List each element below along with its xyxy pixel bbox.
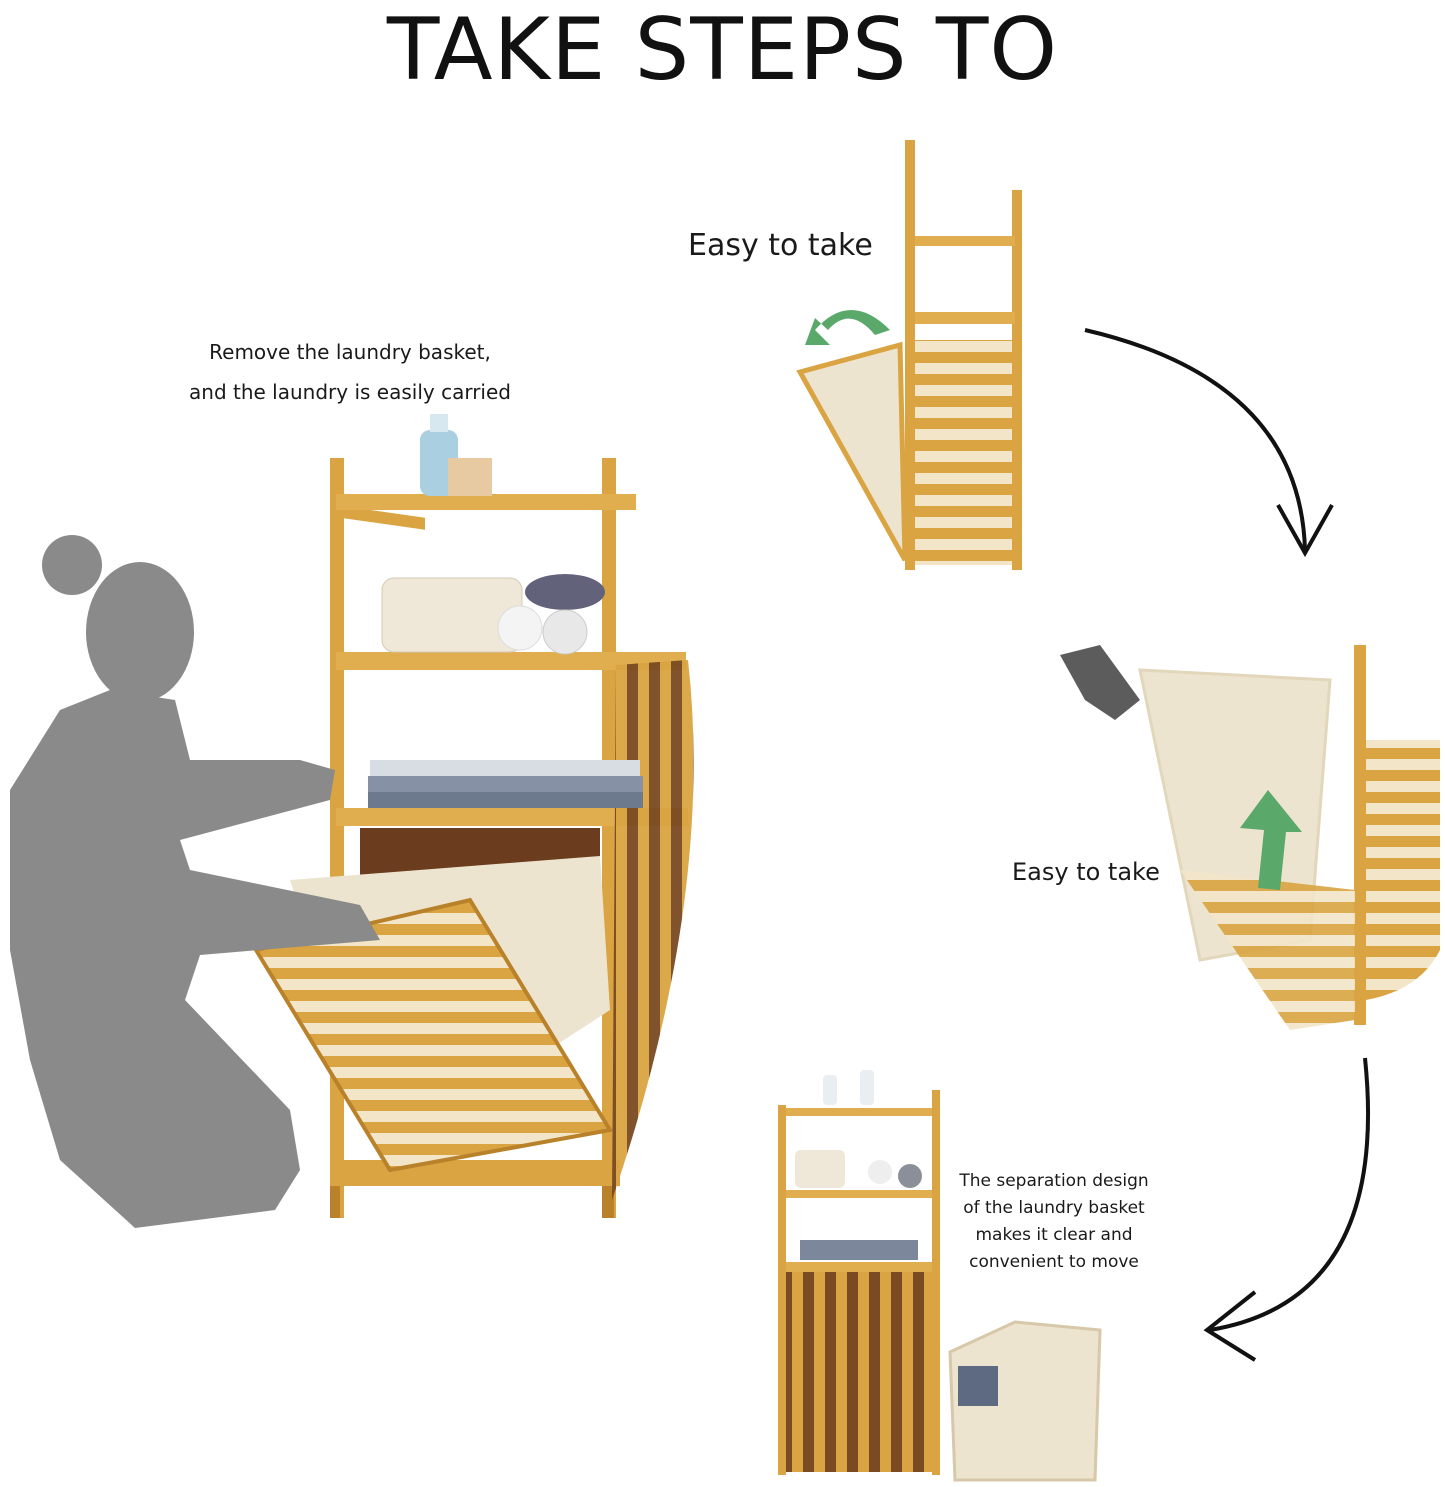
curve-arrow-right	[1209, 1057, 1370, 1332]
step2-illustration	[1060, 645, 1440, 1030]
step1-illustration	[796, 140, 1022, 570]
hamper-side-panel	[612, 660, 694, 1200]
curve-arrow-top	[1084, 328, 1307, 551]
easy-to-take-caption-top: Easy to take	[688, 228, 873, 263]
green-arrow-up	[1240, 790, 1302, 890]
separation-design-caption: The separation design of the laundry bas…	[940, 1168, 1168, 1276]
cycle-arrows	[1084, 328, 1370, 1362]
remove-caption-line-1: Remove the laundry basket,	[209, 340, 491, 364]
curve-arrow-top-head	[1276, 504, 1334, 558]
hand-silhouette	[1060, 645, 1140, 720]
easy-to-take-caption-middle: Easy to take	[1012, 858, 1160, 886]
page-title: TAKE STEPS TO	[386, 0, 1059, 100]
remove-caption-line-2: and the laundry is easily carried	[189, 380, 511, 404]
separation-caption-line-2: of the laundry basket	[963, 1198, 1145, 1218]
step3-illustration	[778, 1070, 1102, 1482]
green-arrow-left	[805, 310, 890, 345]
woman-silhouette	[10, 535, 380, 1228]
separation-caption-line-3: makes it clear and	[975, 1225, 1133, 1245]
curve-arrow-right-head	[1203, 1290, 1257, 1362]
shelf-items	[368, 414, 643, 808]
separation-caption-line-4: convenient to move	[969, 1252, 1139, 1272]
separation-caption-line-1: The separation design	[959, 1171, 1149, 1191]
remove-basket-caption: Remove the laundry basket, and the laund…	[150, 332, 550, 412]
